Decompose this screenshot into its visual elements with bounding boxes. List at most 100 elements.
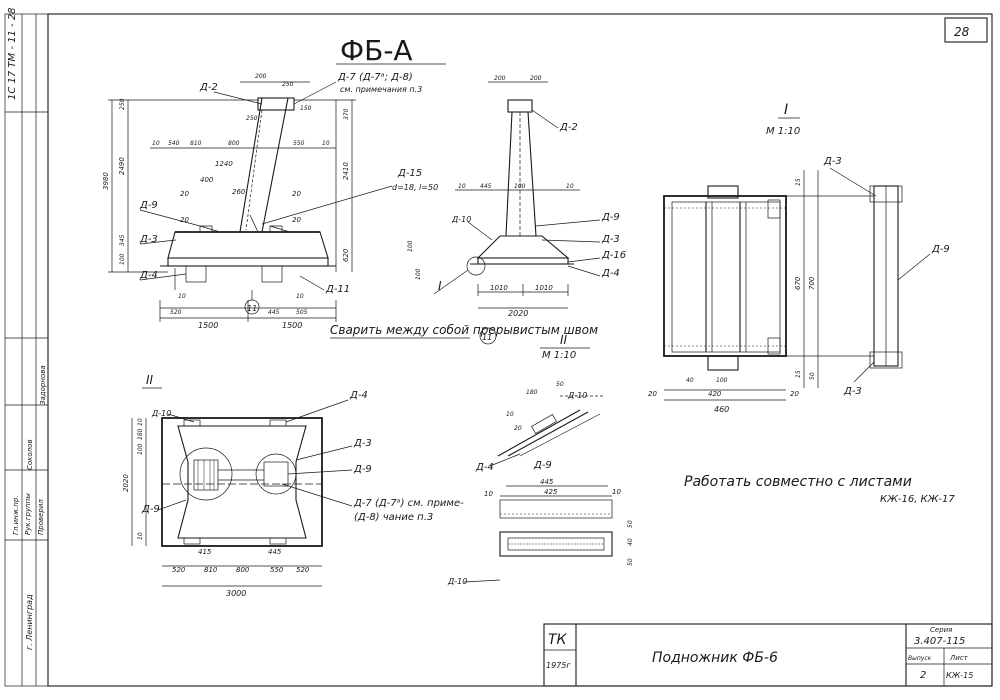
dim-20-s1b: 20	[790, 390, 799, 398]
dim-180-det: 180	[526, 389, 538, 396]
tb-sheet-value: КЖ-15	[946, 671, 973, 680]
front-elevation: 11 3980 2490 250 345 100 370 2410 620 20…	[102, 72, 438, 330]
work-sheets: КЖ-16, КЖ-17	[880, 494, 955, 505]
dim-2410: 2410	[342, 162, 350, 180]
dim-520-plan: 520	[172, 566, 186, 574]
label-d9-plan: Д-9	[353, 464, 372, 475]
dim-10-pl-a: 10	[484, 490, 493, 498]
dim-10-pl-b: 10	[612, 488, 621, 496]
dim-50: 50	[809, 372, 816, 380]
dim-10-a: 10	[152, 140, 160, 147]
dim-40: 40	[686, 377, 694, 384]
side-elevation: 200 200 Д-2 10 445 100 10 1010 1010 2020…	[407, 75, 626, 318]
dim-10-side-b: 10	[566, 183, 574, 190]
label-d3-plan: Д-3	[353, 438, 372, 449]
dim-700: 700	[808, 276, 816, 290]
dim-10-det: 10	[506, 411, 514, 418]
dim-400: 400	[200, 176, 214, 184]
label-d9-side: Д-9	[601, 212, 620, 223]
dim-200-side-b: 200	[530, 75, 542, 82]
dim-2020-side: 2020	[508, 309, 528, 318]
stamp-r1a: Гл.инж.пр.	[12, 495, 20, 535]
dim-345: 345	[119, 234, 126, 246]
tb-issue-value: 2	[920, 670, 926, 681]
stamp-r3a: Проверил	[37, 499, 45, 535]
label-d7-top: Д-7 (Д-7ᵃ; Д-8)	[337, 72, 413, 83]
label-d9-s1: Д-9	[931, 244, 950, 255]
label-d11-front: Д-11	[325, 284, 350, 295]
label-d3-s1: Д-3	[823, 156, 842, 167]
dim-200-side-a: 200	[494, 75, 506, 82]
dim-625: 250	[246, 115, 258, 122]
dim-550-plan: 550	[270, 566, 284, 574]
dim-10-plan-a: 10	[137, 418, 144, 426]
dim-810: 810	[190, 140, 202, 147]
title-block: ТК 1975г Подножник ФБ-6 Серия 3.407-115 …	[543, 623, 993, 687]
label-d9-front: Д-9	[139, 200, 158, 211]
label-d3-side: Д-3	[601, 234, 620, 245]
dim-50-pl: 50	[627, 520, 634, 528]
tb-sheet-label: Лист	[949, 654, 969, 662]
detail-two: II М 1:10 10 180 50 20 Д-10 Д-4 Д-9 445 …	[447, 333, 634, 586]
left-stamp: Гл.инж.пр. Соколов Рук.группы Задорнова …	[5, 365, 48, 650]
label-d7-plan-2: (Д-8) чание п.3	[354, 512, 433, 523]
dim-160: 100	[119, 253, 126, 265]
dim-100-plan: 100	[137, 443, 144, 455]
dim-520: 520	[170, 309, 182, 316]
tb-series-value: 3.407-115	[914, 636, 965, 647]
dim-20-a: 20	[180, 190, 189, 198]
drawing-title: ФБ-А	[340, 34, 413, 67]
dim-15-a: 15	[795, 178, 802, 186]
weld-callout: 11	[482, 333, 492, 342]
dim-1500-b: 1500	[282, 321, 302, 330]
section-one: I М 1:10 460 420 20 20 100 40 670 700 15…	[648, 102, 950, 414]
work-note: Работать совместно с листами	[684, 474, 912, 490]
detail-scale: М 1:10	[542, 350, 576, 361]
label-d3-s1-b: Д-3	[843, 386, 862, 397]
dim-445-a: 445	[268, 309, 280, 316]
tb-org: ТК	[548, 632, 568, 648]
dim-670: 670	[794, 276, 802, 290]
label-d4-det: Д-4	[475, 462, 494, 473]
callout-11: 11	[247, 304, 257, 313]
dim-10-plan-b: 10	[137, 532, 144, 540]
section-mark-side: I	[438, 279, 442, 293]
dim-1500-a: 1500	[198, 321, 218, 330]
label-d4-plan: Д-4	[349, 390, 368, 401]
archive-code: 1С 17 ТМ - 11 - 28	[7, 7, 18, 100]
dim-300-side-v: 100	[407, 240, 414, 252]
dim-445-det: 445	[540, 478, 554, 486]
label-d16-side: Д-16	[601, 250, 626, 261]
dim-20-det: 20	[514, 425, 522, 432]
plan-two: II 2020 10 180 100 10 520 810 800 550 52…	[122, 373, 464, 598]
label-d15: Д-15	[397, 168, 422, 179]
section-one-label: I	[784, 102, 788, 118]
dim-425: 425	[544, 488, 558, 496]
dim-3000: 3000	[226, 589, 246, 598]
dim-40-pl: 40	[627, 538, 634, 546]
dim-460: 460	[714, 405, 729, 414]
dim-445-plan-b: 445	[268, 548, 282, 556]
dim-620: 620	[342, 248, 350, 262]
label-d10-plan: Д-10	[151, 409, 171, 418]
dim-520-plan-b: 520	[296, 566, 310, 574]
label-d4-side: Д-4	[601, 268, 620, 279]
label-d7-top-sub: см. примечания п.3	[340, 85, 422, 94]
dim-250-left: 250	[119, 98, 126, 110]
label-d2-front: Д-2	[199, 82, 218, 93]
sheet-frame	[4, 13, 993, 687]
dim-10-b: 10	[322, 140, 330, 147]
label-d3-front: Д-3	[139, 234, 158, 245]
label-d4-front: Д-4	[139, 270, 158, 281]
dim-800-plan: 800	[236, 566, 250, 574]
dim-180: 180	[137, 428, 144, 440]
label-d10-pl: Д-10	[447, 577, 467, 586]
section-one-scale: М 1:10	[766, 126, 800, 137]
dim-260: 260	[232, 188, 246, 196]
dim-15-b: 15	[795, 370, 802, 378]
label-d10-side: Д-10	[451, 215, 471, 224]
dim-100-side-v: 100	[415, 268, 422, 280]
dim-2490: 2490	[118, 157, 126, 175]
dim-20-c: 20	[180, 216, 189, 224]
